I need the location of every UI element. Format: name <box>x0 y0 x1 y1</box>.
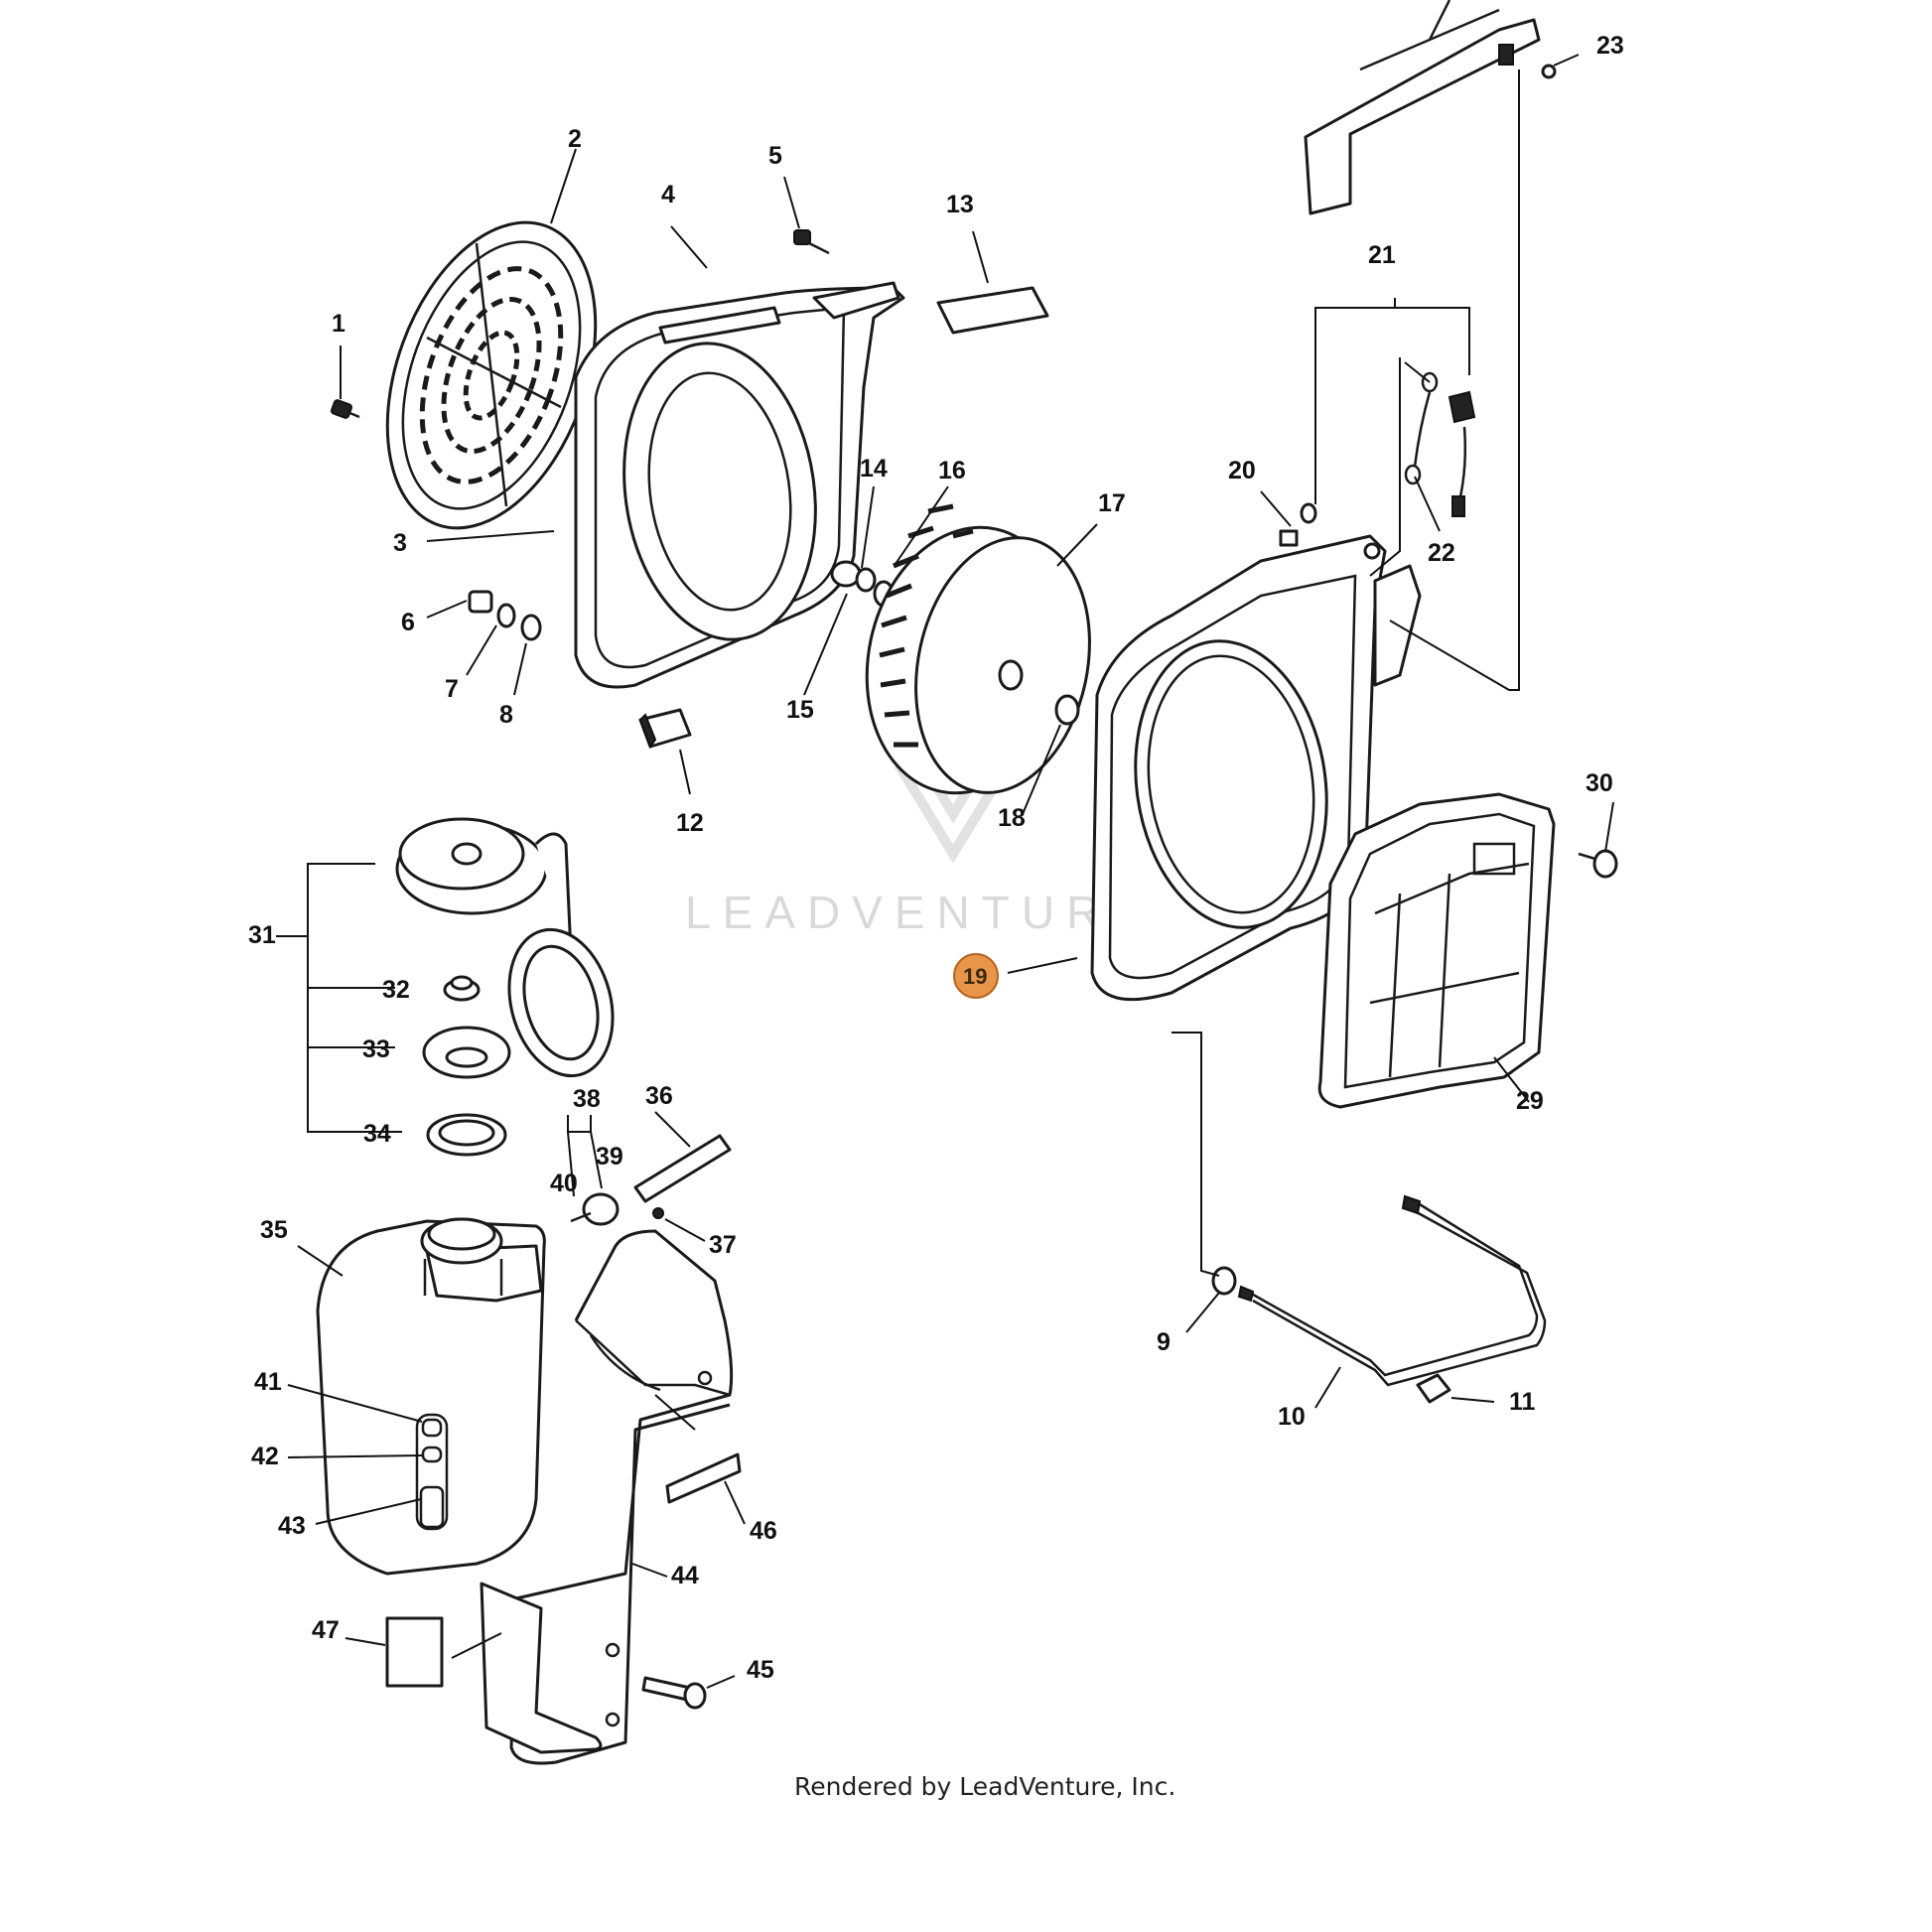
callout-21: 21 <box>1368 241 1396 269</box>
blower-housing <box>1090 534 1422 1002</box>
label-46 <box>665 1452 742 1504</box>
callout-1: 1 <box>332 310 345 338</box>
cover-plate <box>1317 792 1556 1109</box>
callout-10: 10 <box>1278 1403 1306 1431</box>
callout-23: 23 <box>1596 32 1624 60</box>
callout-17: 17 <box>1098 489 1126 517</box>
callout-29: 29 <box>1516 1087 1544 1115</box>
callout-3: 3 <box>393 529 407 557</box>
fan-guard-screen <box>385 220 598 530</box>
callout-22: 22 <box>1428 539 1455 567</box>
callout-36: 36 <box>645 1082 673 1110</box>
callout-6: 6 <box>401 609 415 636</box>
callout-40: 40 <box>550 1170 578 1197</box>
callout-5: 5 <box>768 142 782 170</box>
cap-components <box>422 975 511 1157</box>
support-frame <box>1211 1194 1547 1404</box>
fan-housing <box>574 281 905 689</box>
callout-20: 20 <box>1228 457 1256 484</box>
callout-11: 11 <box>1509 1388 1536 1416</box>
leader-lines <box>276 54 1614 1689</box>
callout-9: 9 <box>1157 1328 1171 1356</box>
grommet <box>1300 502 1317 524</box>
screw-5 <box>793 229 830 255</box>
callout-4: 4 <box>661 181 675 208</box>
label-strip <box>658 306 781 345</box>
callout-41: 41 <box>254 1368 282 1396</box>
callout-45: 45 <box>747 1656 774 1684</box>
label-13 <box>936 286 1049 335</box>
bolt-30 <box>1578 849 1618 879</box>
callout-47: 47 <box>312 1616 340 1644</box>
footer-credit: Rendered by LeadVenture, Inc. <box>794 1772 1175 1801</box>
callout-39: 39 <box>596 1143 623 1171</box>
fuel-tank <box>316 1217 546 1576</box>
screw-1 <box>330 399 360 419</box>
callout-16: 16 <box>938 457 966 484</box>
callout-18: 18 <box>998 804 1026 832</box>
fuel-fittings <box>570 1134 732 1226</box>
tank-cover <box>480 1229 734 1765</box>
callout-15: 15 <box>786 696 814 724</box>
wire-assembly <box>1404 371 1476 517</box>
callout-42: 42 <box>251 1443 279 1470</box>
callout-43: 43 <box>278 1512 306 1540</box>
callout-46: 46 <box>750 1517 777 1545</box>
upper-bracket <box>1304 0 1557 215</box>
callout-7: 7 <box>445 675 459 703</box>
callout-30: 30 <box>1586 769 1613 797</box>
label-20 <box>1279 529 1299 547</box>
callout-19-highlight[interactable] <box>953 953 999 999</box>
callout-14: 14 <box>860 455 888 483</box>
callout-13: 13 <box>946 191 974 218</box>
bolt-45 <box>641 1676 707 1710</box>
callout-12: 12 <box>676 809 704 837</box>
fan-impeller <box>865 503 1091 795</box>
watermark: LEADVENTURE <box>685 695 1154 938</box>
callout-32: 32 <box>382 976 410 1004</box>
nut-washer-set <box>468 590 542 641</box>
callout-34: 34 <box>363 1120 391 1148</box>
callout-35: 35 <box>260 1216 288 1244</box>
callout-19[interactable]: 19 <box>963 964 987 989</box>
callout-33: 33 <box>362 1035 390 1063</box>
fuel-cap-assembly <box>395 817 615 1078</box>
callout-8: 8 <box>499 701 513 729</box>
rubber-plug <box>638 708 692 750</box>
callout-38: 38 <box>573 1085 601 1113</box>
callout-labels: 1 2 3 4 5 6 7 8 9 10 11 12 13 14 15 16 1… <box>248 32 1624 1684</box>
washer-18 <box>1054 694 1080 726</box>
callout-37: 37 <box>709 1231 737 1259</box>
callout-31: 31 <box>248 921 276 949</box>
watermark-text: LEADVENTURE <box>685 887 1154 938</box>
label-47 <box>385 1616 444 1688</box>
callout-2: 2 <box>568 125 582 153</box>
callout-44: 44 <box>671 1562 699 1589</box>
